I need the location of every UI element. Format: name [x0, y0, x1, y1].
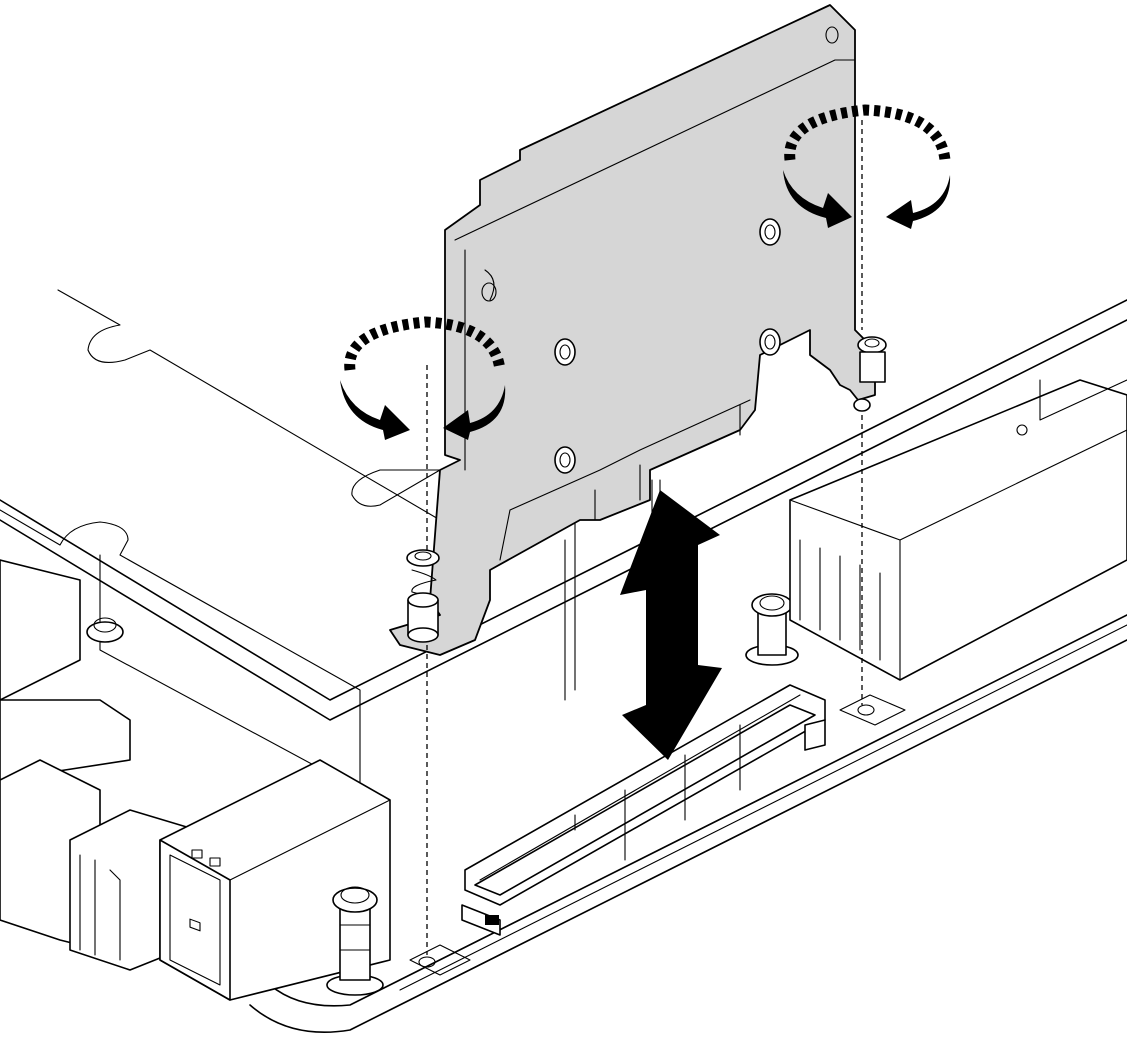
double-headed-vertical-arrow-icon: [620, 490, 722, 760]
riser-slot-connector: [461, 684, 826, 936]
shield-plate: [0, 289, 441, 791]
right-captive-screw: [853, 336, 887, 412]
rotation-arrows-left-icon: [340, 316, 506, 440]
front-connectors: [0, 559, 391, 1001]
left-standoff-screw: [326, 886, 384, 996]
chassis-tray: [0, 299, 1127, 1033]
rotation-arrows-right-icon: [783, 104, 951, 229]
dashed-guide-lines: [426, 120, 863, 955]
left-captive-screw: [406, 549, 440, 643]
board-standoff-nuts: [554, 218, 781, 474]
small-standoff: [86, 617, 124, 643]
tray-pads: [409, 694, 906, 976]
right-module: [789, 379, 1127, 681]
right-standoff-screw: [745, 593, 799, 666]
